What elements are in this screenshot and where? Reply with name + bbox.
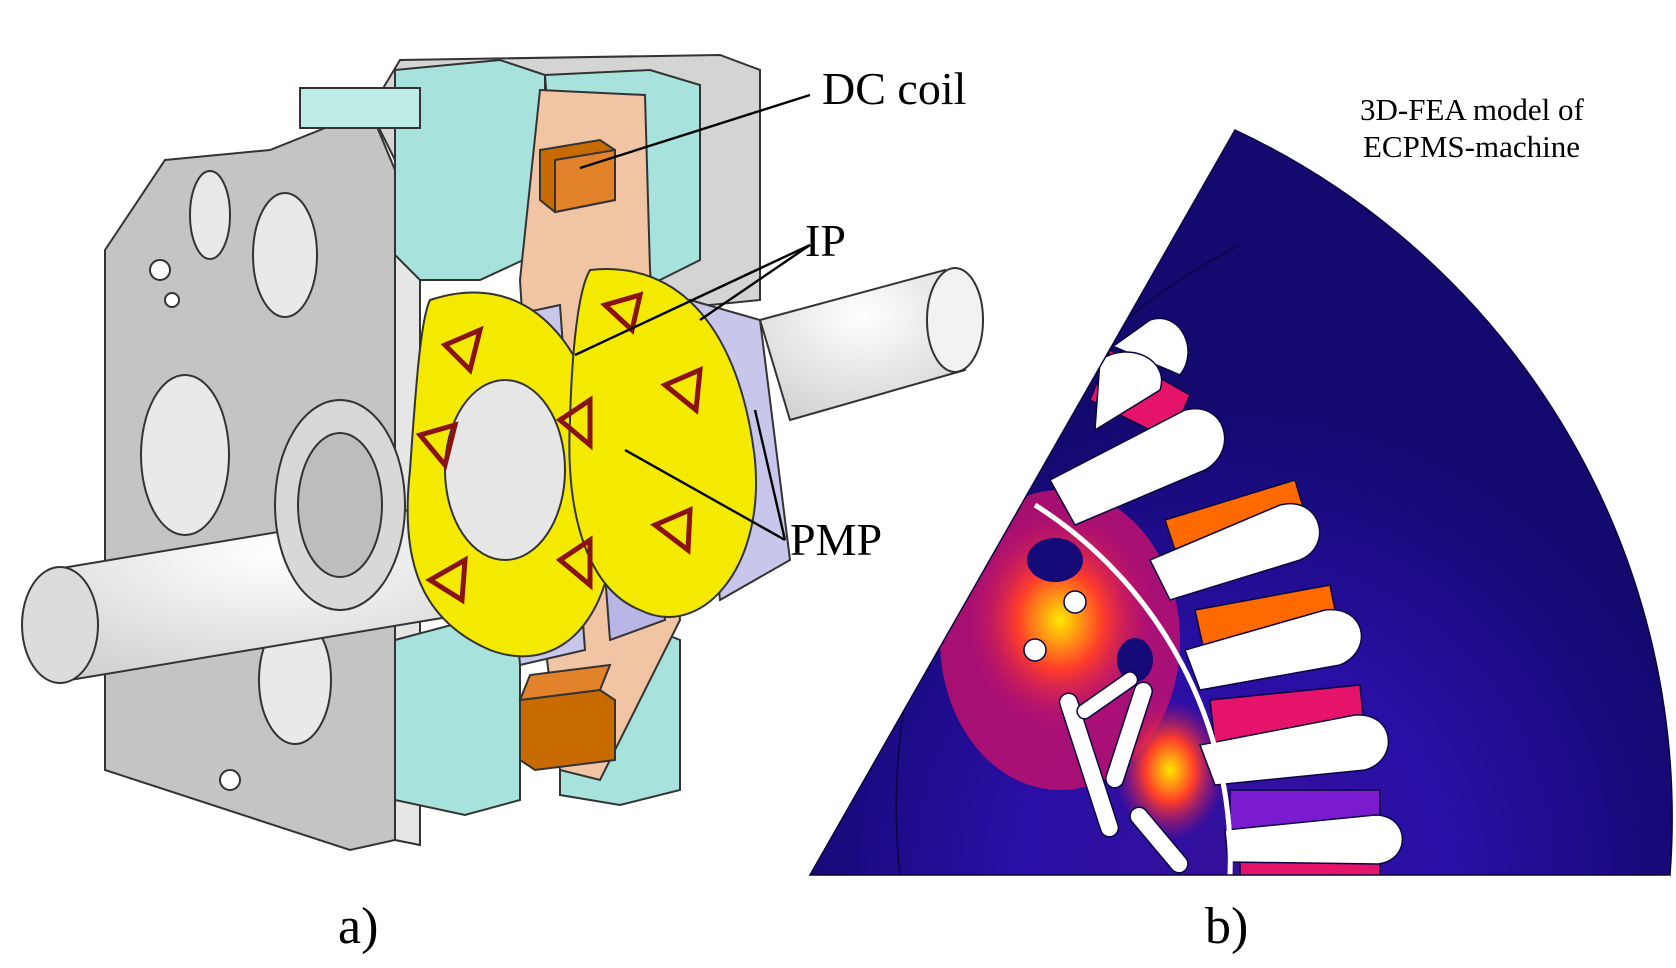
panel-b-title-line2: ECPMS-machine (1363, 129, 1580, 164)
stator-slots (1048, 317, 1404, 865)
panel-b-title-line1: 3D-FEA model of (1360, 92, 1585, 127)
leader-lines (574, 93, 811, 542)
panel-a-drawing (21, 53, 984, 852)
label-dc-coil: DC coil (822, 63, 966, 114)
caption-a: a) (338, 898, 378, 955)
bearing (274, 399, 406, 611)
caption-b: b) (1205, 898, 1248, 955)
panel-b-fea-plot (808, 129, 1673, 876)
label-pmp: PMP (790, 514, 882, 565)
dc-coil-blocks (518, 138, 616, 772)
rotor-magnet-slots (1023, 590, 1189, 874)
label-ip: IP (805, 215, 846, 266)
magnets (415, 291, 703, 605)
